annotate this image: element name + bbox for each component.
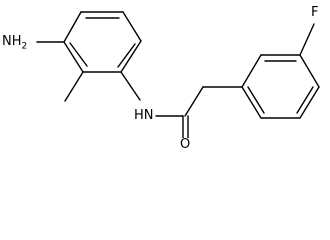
amide-nh-label: HN: [134, 108, 154, 123]
bond: [299, 23, 315, 56]
bond-inner: [247, 86, 265, 114]
bond-inner: [296, 86, 314, 114]
bond: [64, 71, 84, 102]
oxygen-label: O: [180, 137, 191, 152]
bond: [122, 11, 142, 42]
amine-label: NH2: [2, 34, 28, 52]
bond: [299, 86, 320, 119]
bond: [63, 41, 84, 73]
bond: [241, 54, 262, 88]
molecule-bonds: [36, 11, 320, 140]
bond: [120, 71, 141, 101]
bond: [184, 86, 204, 117]
bond: [63, 11, 82, 43]
bond-inner: [69, 42, 88, 67]
bond: [241, 86, 262, 119]
bond: [299, 54, 320, 88]
bond: [120, 40, 142, 73]
bond-inner: [117, 43, 136, 68]
fluorine-label: F: [311, 5, 319, 20]
